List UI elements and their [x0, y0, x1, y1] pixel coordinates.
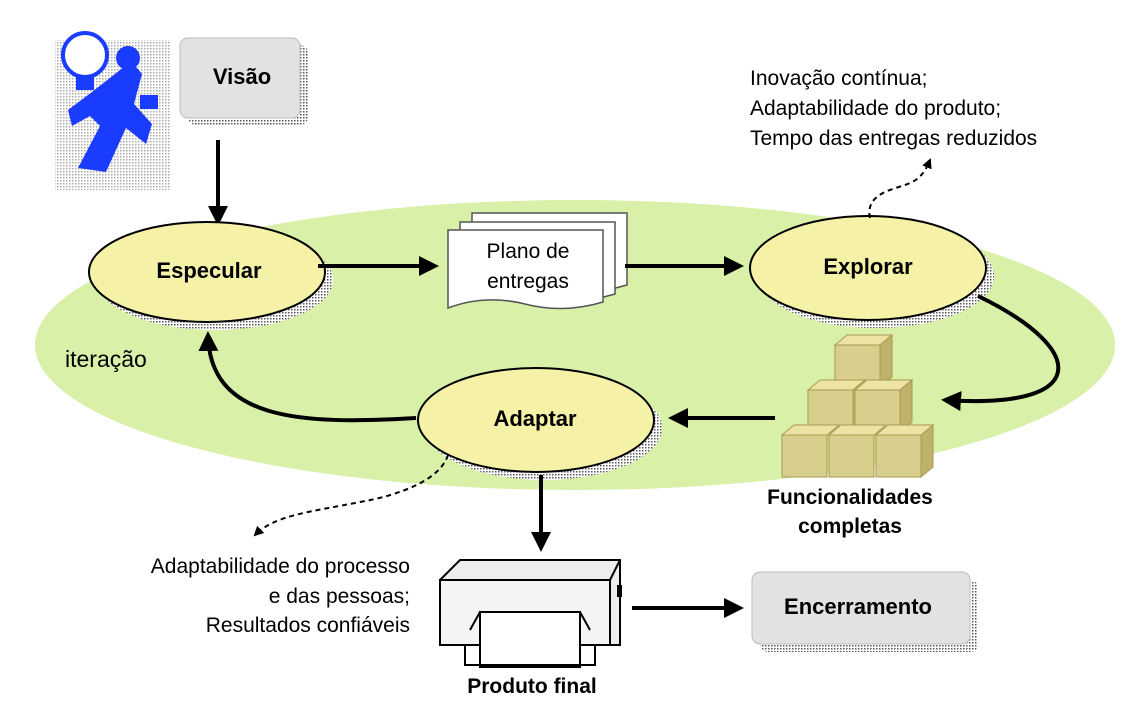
adaptar-node [417, 367, 655, 473]
funcionalidades-label-line2: completas [798, 515, 902, 538]
plano-label-line2: entregas [487, 270, 569, 293]
adaptar-benefits-line1: Adaptabilidade do processo [150, 555, 410, 578]
explorar-label: Explorar [823, 254, 913, 279]
especular-node [88, 221, 326, 323]
adaptar-benefits-line2: e das pessoas; [268, 585, 410, 608]
person-with-lightbulb-icon [55, 31, 170, 190]
encerramento-label: Encerramento [784, 594, 932, 619]
dashed-arrow-adaptar-benefits [253, 454, 449, 537]
adaptar-label: Adaptar [493, 406, 577, 431]
encerramento-box [751, 571, 978, 652]
document-stack-icon [447, 212, 628, 310]
visao-box [179, 37, 308, 125]
explorar-node [749, 215, 987, 321]
visao-label: Visão [212, 64, 272, 89]
explorar-benefits-line3: Tempo das entregas reduzidos [750, 127, 1038, 150]
arrow-explorar-cubes [941, 294, 1061, 412]
produto-final-label: Produto final [467, 675, 597, 698]
stacked-cubes-icon [780, 333, 935, 479]
explorar-benefits-line1: Inovação contínua; [750, 67, 928, 90]
adaptar-benefits-line3: Resultados confiáveis [205, 614, 410, 637]
explorar-benefits-line2: Adaptabilidade do produto; [750, 97, 1002, 120]
especular-label: Especular [156, 258, 262, 283]
printer-icon [439, 559, 622, 668]
iteracao-label: iteração [65, 346, 147, 372]
dashed-arrow-explorar-benefits [868, 158, 932, 219]
plano-label-line1: Plano de [486, 240, 570, 263]
arrow-adaptar-especular [198, 331, 417, 423]
funcionalidades-label-line1: Funcionalidades [767, 486, 933, 509]
